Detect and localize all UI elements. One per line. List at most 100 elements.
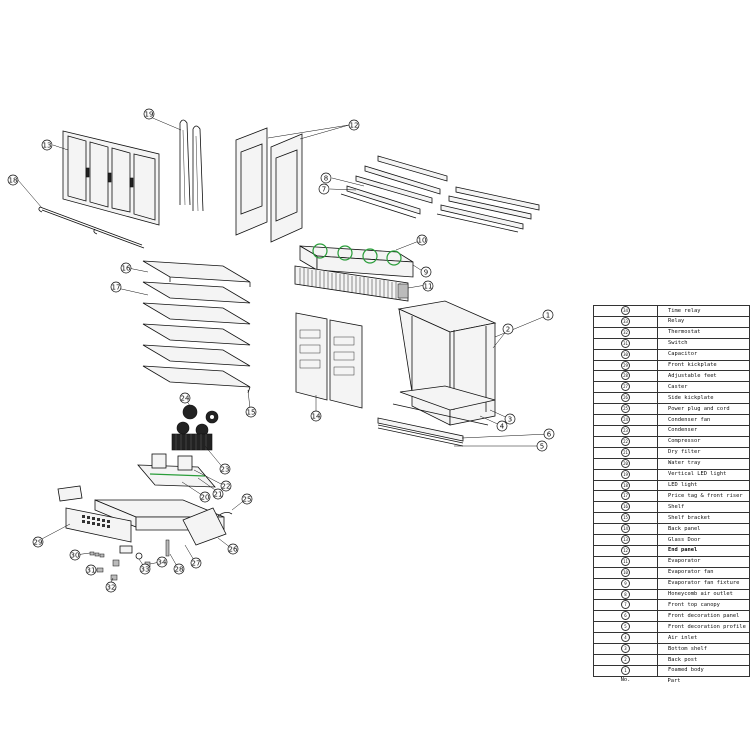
- part-name: Front kickplate: [657, 359, 750, 372]
- part-number: 24: [593, 414, 658, 426]
- part-number: 25: [593, 403, 658, 416]
- svg-text:21: 21: [214, 491, 223, 499]
- callout-27: 27: [190, 557, 202, 569]
- part-name: Dry filter: [657, 446, 750, 459]
- callout-12: 12: [348, 119, 360, 131]
- part-name: Capacitor: [657, 348, 750, 361]
- part-number: 27: [593, 381, 658, 394]
- part-name: Caster: [657, 381, 750, 394]
- part-name: Adjustable feet: [657, 370, 750, 383]
- callout-3: 3: [504, 413, 516, 425]
- electrical-parts: [89, 539, 170, 581]
- parts-table-header: No.Part: [593, 675, 750, 686]
- part-name: Evaporator: [657, 555, 750, 568]
- callout-31: 31: [85, 564, 97, 576]
- part-name: Bottom shelf: [657, 643, 750, 655]
- svg-text:28: 28: [175, 566, 184, 574]
- part-number: 11: [593, 555, 658, 568]
- part-name: LED light: [657, 479, 750, 492]
- svg-text:7: 7: [322, 186, 326, 194]
- svg-text:34: 34: [158, 559, 167, 567]
- foamed-body: [392, 300, 497, 426]
- compressor-base: [137, 453, 216, 488]
- part-name: Shelf: [657, 501, 750, 514]
- callout-16: 16: [120, 262, 132, 274]
- part-number: 5: [593, 621, 658, 634]
- part-number: 7: [593, 599, 658, 612]
- part-number: 29: [593, 359, 658, 372]
- part-number: 22: [593, 435, 658, 448]
- part-name: Relay: [657, 315, 750, 328]
- part-number: 26: [593, 392, 658, 405]
- part-number: 28: [593, 370, 658, 383]
- callout-21: 21: [212, 488, 224, 500]
- part-name: Foamed body: [657, 664, 750, 677]
- callout-32: 32: [105, 581, 117, 593]
- svg-text:5: 5: [540, 443, 544, 451]
- callout-26: 26: [227, 543, 239, 555]
- part-name: Honeycomb air outlet: [657, 588, 750, 601]
- part-name: Front decoration profile: [657, 621, 750, 634]
- back-panels: [295, 312, 363, 409]
- part-name: Compressor: [657, 435, 750, 448]
- condenser-fans: [176, 404, 219, 437]
- callout-4: 4: [496, 420, 508, 432]
- vertical-led-lights: [179, 119, 204, 212]
- callout-8: 8: [320, 172, 332, 184]
- end-panels: [235, 127, 303, 243]
- callout-10: 10: [416, 234, 428, 246]
- evaporator: [294, 265, 409, 302]
- header-part: Part: [657, 675, 750, 686]
- svg-text:27: 27: [192, 560, 201, 568]
- part-name: Glass Door: [657, 534, 750, 546]
- part-name: Air inlet: [657, 632, 750, 645]
- part-number: 6: [593, 610, 658, 623]
- callout-13: 13: [41, 139, 53, 151]
- part-name: End panel: [657, 544, 750, 557]
- svg-text:9: 9: [424, 269, 428, 277]
- part-name: Condenser fan: [657, 414, 750, 426]
- callout-19: 19: [143, 108, 155, 120]
- callout-11: 11: [422, 280, 434, 292]
- svg-text:1: 1: [546, 312, 550, 320]
- part-name: Vertical LED light: [657, 468, 750, 481]
- part-name: Back panel: [657, 523, 750, 536]
- part-number: 10: [593, 566, 658, 579]
- callout-17: 17: [110, 281, 122, 293]
- callout-29: 29: [32, 536, 44, 548]
- part-number: 14: [593, 523, 658, 536]
- part-number: 31: [593, 337, 658, 350]
- callout-14: 14: [310, 410, 322, 422]
- part-name: Evaporator fan fixture: [657, 577, 750, 590]
- svg-text:23: 23: [221, 466, 230, 474]
- header-no: No.: [593, 675, 658, 686]
- part-name: Power plug and cord: [657, 403, 750, 416]
- part-name: Side kickplate: [657, 392, 750, 405]
- part-number: 20: [593, 457, 658, 470]
- svg-text:10: 10: [418, 237, 427, 245]
- callout-33: 33: [139, 563, 151, 575]
- svg-text:30: 30: [71, 552, 80, 560]
- part-number: 18: [593, 479, 658, 492]
- svg-text:17: 17: [112, 284, 121, 292]
- part-number: 8: [593, 588, 658, 601]
- base-frame: [57, 485, 233, 546]
